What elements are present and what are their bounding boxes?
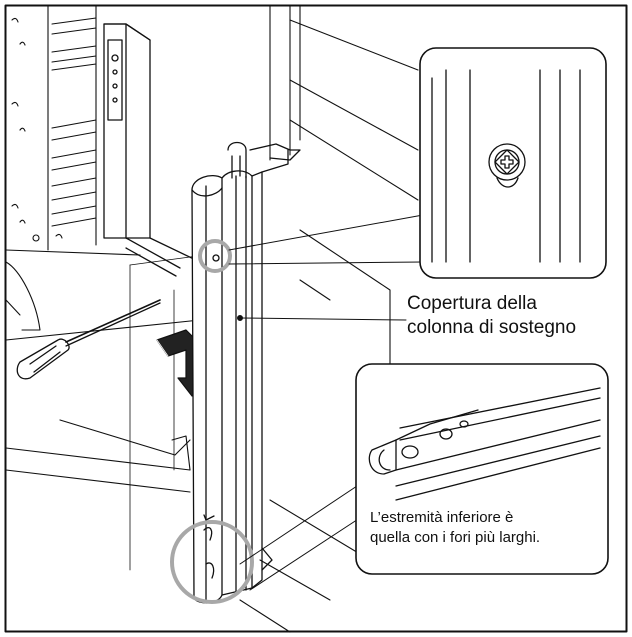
holes-detail-inset: [355, 363, 609, 575]
cabinet-structure: [11, 5, 419, 251]
support-cover-label-line2: colonna di sostegno: [407, 317, 577, 338]
screwdriver-icon: [16, 299, 161, 380]
lower-end-note-line2: quella con i fori più larghi.: [370, 529, 541, 546]
diagram-frame: [4, 4, 628, 633]
screw-highlight: [198, 239, 232, 273]
support-column-cover-label: Copertura della colonna di sostegno: [407, 292, 617, 340]
control-panel: [103, 23, 201, 277]
support-cover-label-line1: Copertura della: [407, 293, 537, 314]
lower-end-note: L’estremità inferiore è quella con i for…: [370, 508, 600, 548]
holes-highlight: [170, 520, 254, 604]
lower-end-note-line1: L’estremità inferiore è: [370, 509, 514, 526]
leader-lines: [228, 214, 424, 591]
support-column-cover: [191, 141, 301, 604]
highlight-markers: [170, 239, 254, 604]
screw-detail-inset: [419, 47, 607, 279]
phillips-screw-icon: [488, 143, 526, 188]
